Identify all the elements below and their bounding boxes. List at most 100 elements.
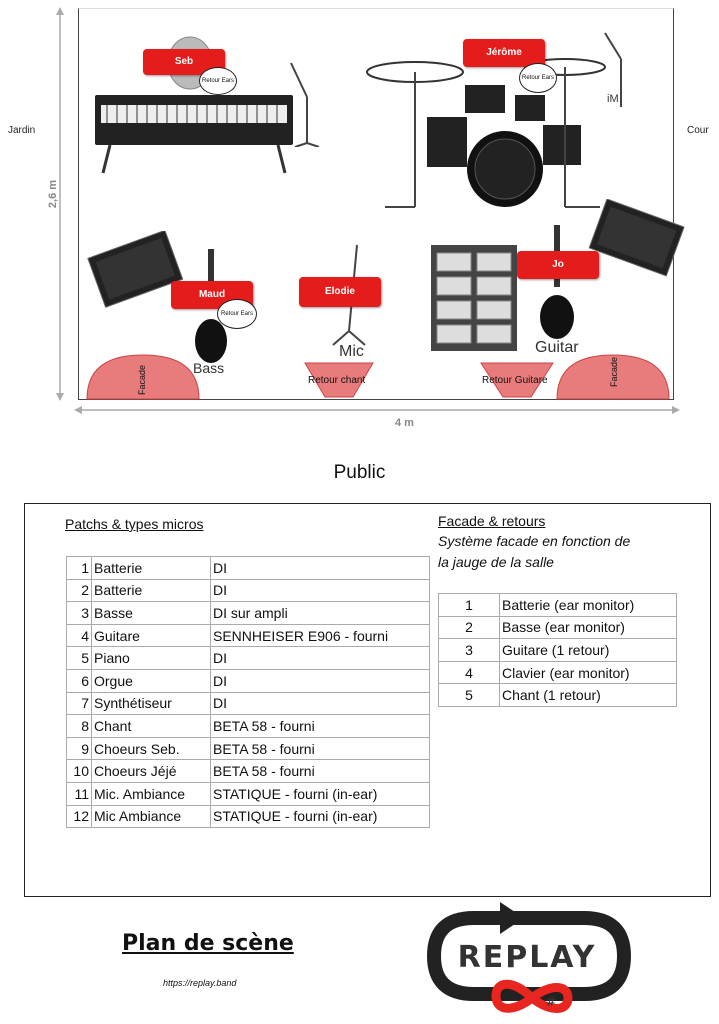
replay-logo: REPLAY # (426, 902, 632, 1013)
patch-cell-num: 6 (66, 668, 92, 693)
drum-mic-stand-icon (604, 32, 622, 107)
patch-cell-source: Mic. Ambiance (91, 781, 211, 806)
patch-cell-num: 4 (66, 623, 92, 648)
facade-left-label: Facade (137, 365, 147, 396)
facade-cell-label: Chant (1 retour) (499, 683, 677, 707)
patch-cell-type: DI (210, 691, 430, 716)
patch-cell-type: DI (210, 556, 430, 580)
logo-text: REPLAY (458, 940, 597, 975)
facade-cell-num: 4 (438, 660, 500, 685)
mic-stand-icon (290, 62, 320, 147)
height-dimension-arrow (56, 7, 64, 401)
website-url[interactable]: https://replay.band (163, 978, 237, 988)
plan-title: Plan de scène (122, 931, 294, 956)
facade-cell-num: 3 (438, 638, 500, 662)
patch-cell-num: 9 (66, 736, 92, 761)
patch-cell-source: Piano (91, 646, 211, 670)
facade-subtitle-1: Système facade en fonction de (438, 533, 631, 549)
height-dimension-label: 2,6 m (47, 179, 59, 209)
drum-kit-icon (366, 58, 606, 208)
patch-cell-source: Batterie (91, 578, 211, 603)
patch-cell-type: BETA 58 - fourni (210, 736, 430, 761)
musician-tag-jo: Jo (517, 251, 599, 279)
facade-title: Facade & retours (438, 513, 546, 529)
facade-cell-num: 2 (438, 615, 500, 640)
patch-cell-source: Orgue (91, 668, 211, 693)
patch-cell-type: STATIQUE - fourni (in-ear) (210, 804, 430, 829)
mic-label: Mic (339, 343, 364, 360)
patch-cell-type: BETA 58 - fourni (210, 759, 430, 783)
width-dimension-label: 4 m (395, 417, 414, 429)
patch-cell-source: Guitare (91, 623, 211, 648)
patch-cell-num: 5 (66, 646, 92, 670)
patch-cell-num: 12 (66, 804, 92, 829)
facade-right-label: Facade (609, 357, 619, 388)
patch-cell-num: 11 (66, 781, 92, 806)
patch-cell-num: 2 (66, 578, 92, 603)
retour-guitare-label: Retour Guitare (482, 375, 548, 386)
bass-amp-icon (87, 231, 184, 308)
facade-cell-label: Batterie (ear monitor) (499, 593, 677, 617)
patch-cell-type: DI (210, 646, 430, 670)
facade-right-speaker (556, 354, 670, 400)
width-dimension-arrow (74, 406, 680, 414)
patch-cell-type: DI (210, 668, 430, 693)
patch-cell-num: 10 (66, 759, 92, 783)
patch-cell-source: Chant (91, 714, 211, 738)
im-label: iM (607, 93, 619, 105)
patch-cell-num: 7 (66, 691, 92, 716)
facade-cell-num: 1 (438, 593, 500, 617)
musician-tag-elodie: Elodie (299, 277, 381, 307)
patch-cell-source: Synthétiseur (91, 691, 211, 716)
retour-chant-label: Retour chant (308, 375, 366, 386)
jardin-label: Jardin (8, 125, 36, 136)
retour-ears-seb: Retour Ears (199, 67, 237, 95)
patch-cell-source: Choeurs Jéjé (91, 759, 211, 783)
keyboard-icon (95, 95, 293, 174)
patch-cell-type: DI sur ampli (210, 601, 430, 625)
patch-cell-source: Mic Ambiance (91, 804, 211, 829)
patch-title: Patchs & types micros (65, 516, 204, 532)
patch-cell-type: STATIQUE - fourni (in-ear) (210, 781, 430, 806)
retour-ears-maud: Retour Ears (217, 299, 257, 329)
cour-label: Cour (687, 125, 709, 136)
patch-cell-source: Basse (91, 601, 211, 625)
stage-area: iM Bass Mic (78, 8, 685, 400)
patch-cell-num: 1 (66, 556, 92, 580)
patch-cell-type: DI (210, 578, 430, 603)
retour-ears-jerome: Retour Ears (519, 63, 557, 93)
retour-guitare-wedge (480, 362, 554, 398)
facade-cell-label: Basse (ear monitor) (499, 615, 677, 640)
pedalboard-icon (431, 245, 517, 351)
guitar-amp-icon (588, 199, 685, 277)
facade-cell-num: 5 (438, 683, 500, 707)
facade-cell-label: Clavier (ear monitor) (499, 660, 677, 685)
patch-cell-num: 3 (66, 601, 92, 625)
bass-guitar-icon (195, 249, 227, 363)
patch-cell-source: Batterie (91, 556, 211, 580)
patch-cell-type: SENNHEISER E906 - fourni (210, 623, 430, 648)
facade-left-speaker (86, 354, 200, 400)
facade-subtitle-2: la jauge de la salle (438, 554, 554, 570)
retour-chant-wedge (304, 362, 374, 398)
musician-tag-jerome: Jérôme (463, 39, 545, 67)
